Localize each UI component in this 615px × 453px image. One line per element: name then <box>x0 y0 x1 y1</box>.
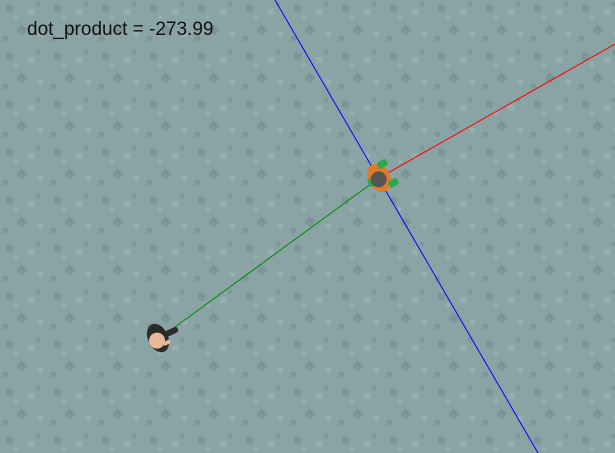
dot-product-readout: dot_product = -273.99 <box>27 19 214 40</box>
enemy-topdown-character-icon <box>366 159 399 193</box>
enemy-to-player-vector-line <box>159 177 380 339</box>
player-topdown-character-icon <box>146 323 179 353</box>
enemy-perpendicular-axis-line <box>274 0 539 453</box>
enemy-forward-vector-line <box>378 43 615 179</box>
